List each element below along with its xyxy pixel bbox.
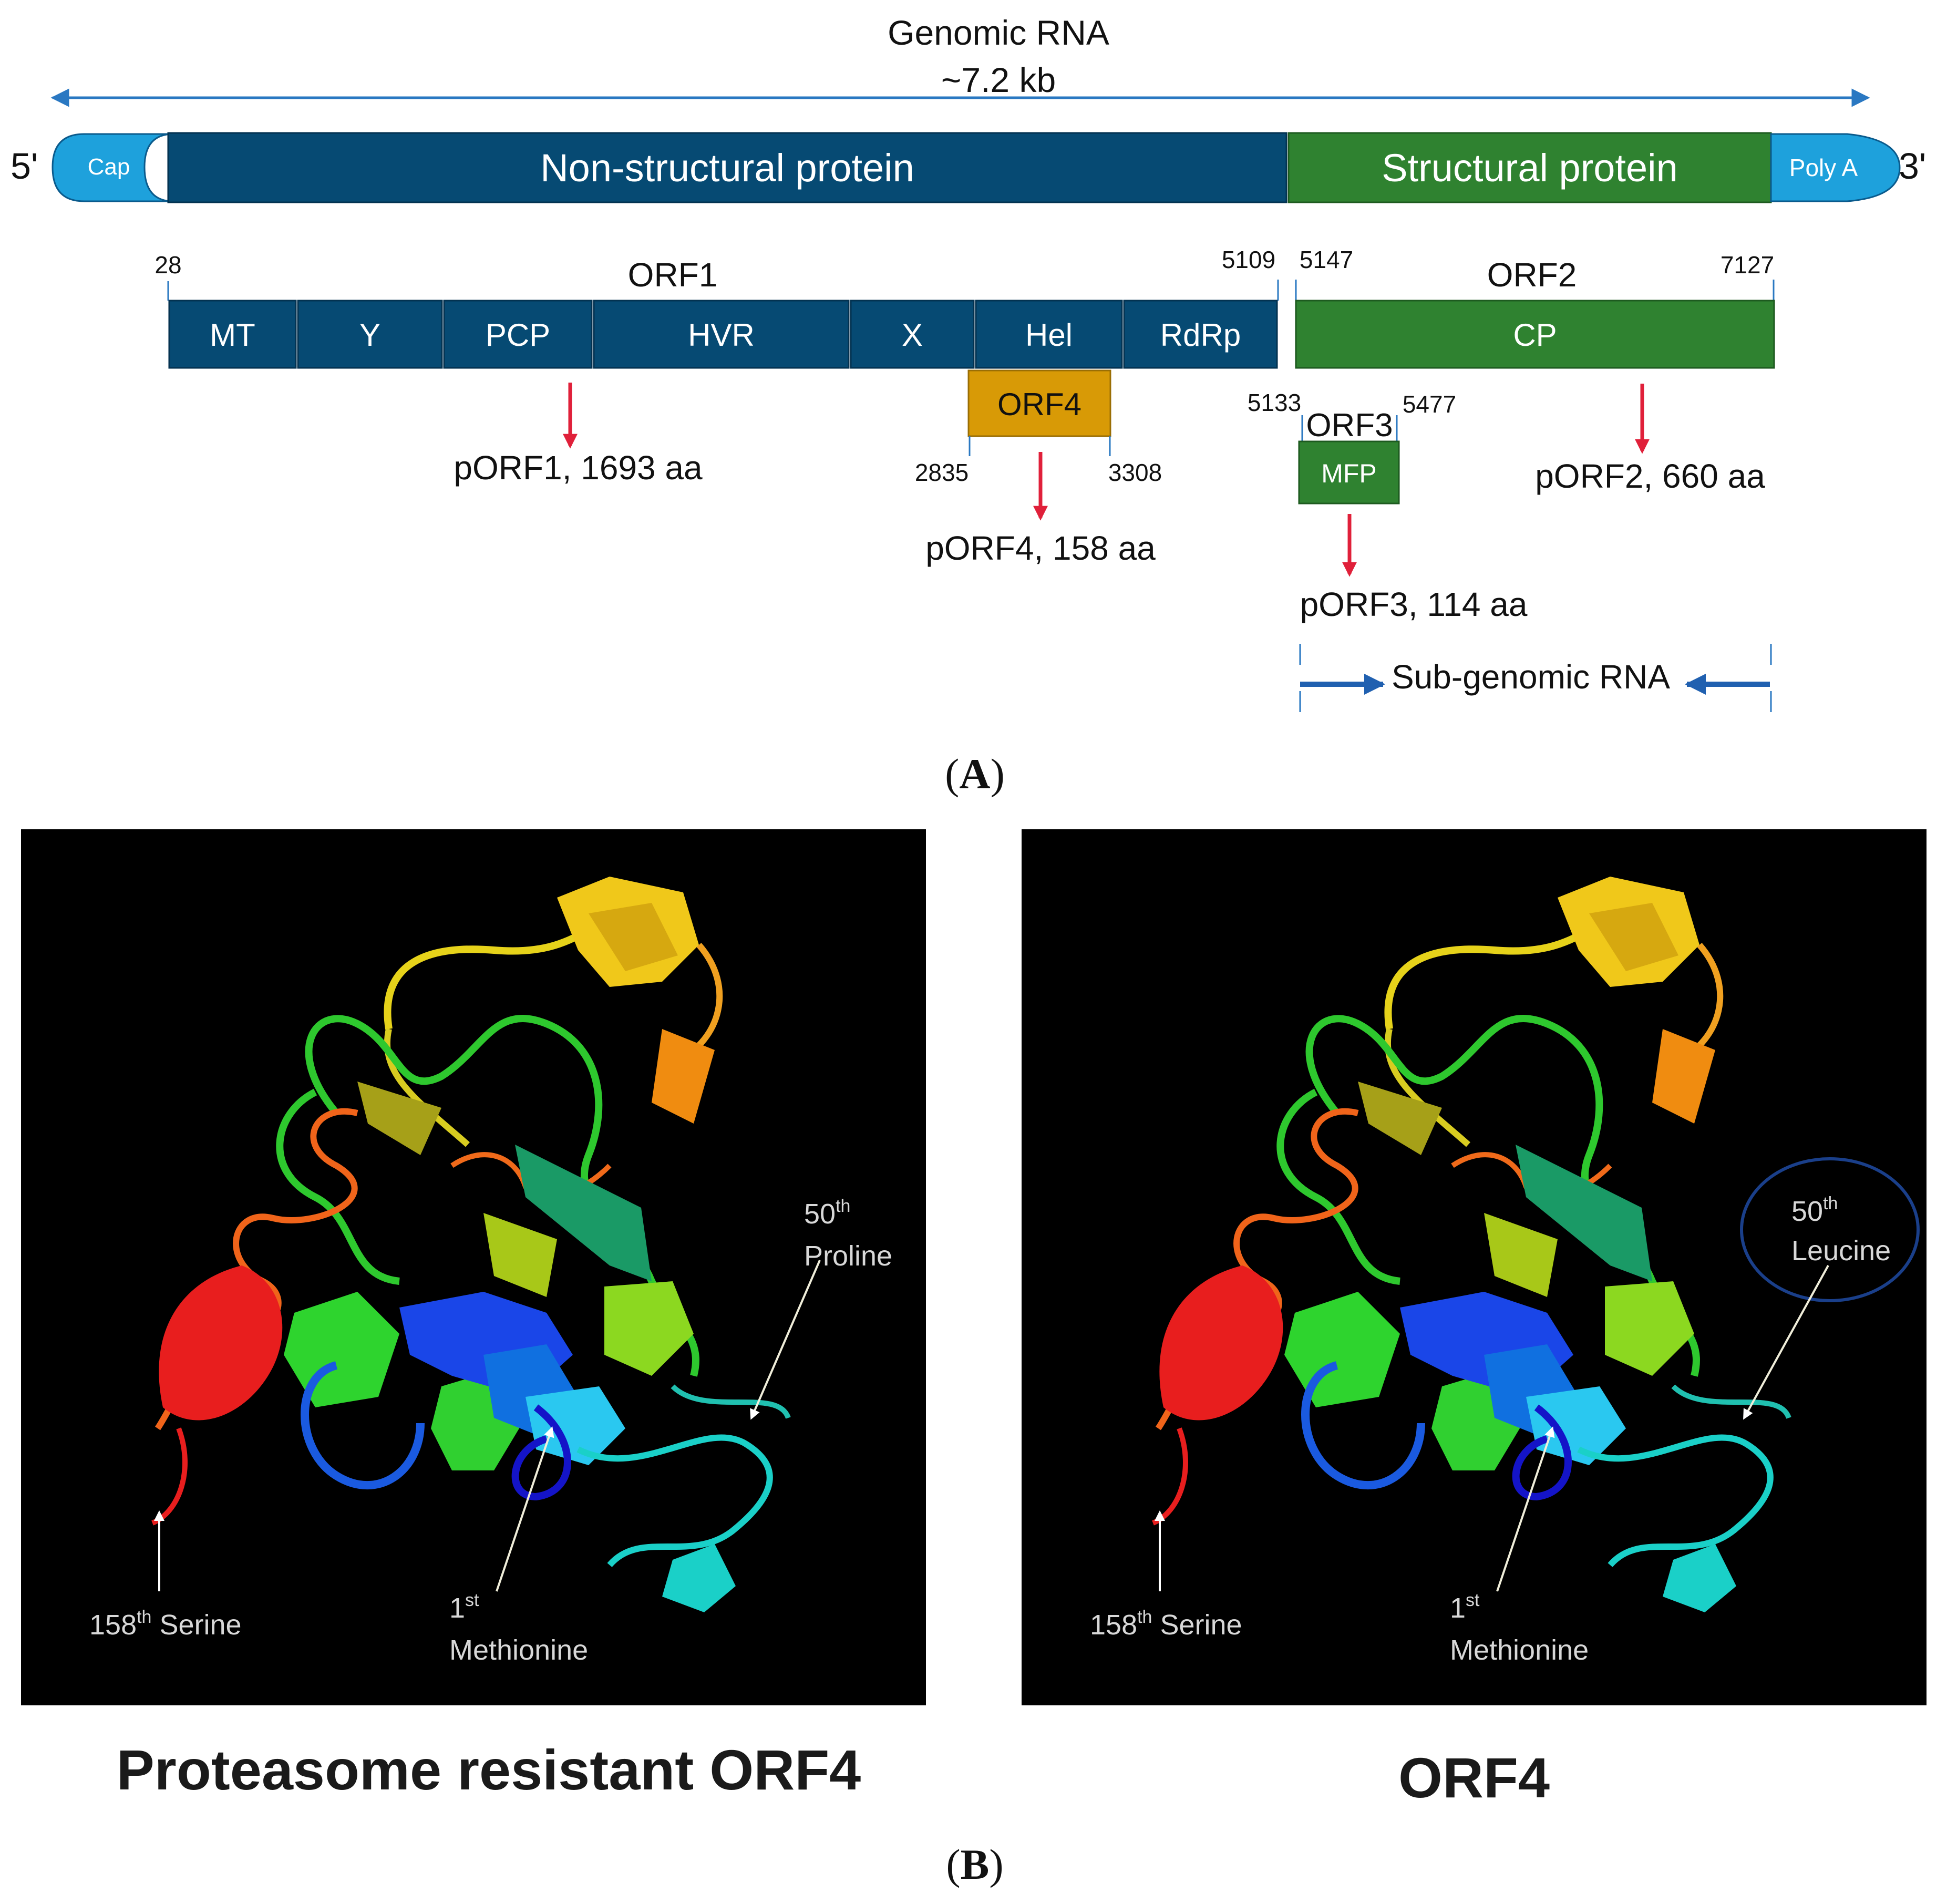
orf1-domain-box	[443, 300, 593, 369]
structure-right-background	[1022, 829, 1927, 1705]
nonstructural-label: Non-structural protein	[540, 146, 914, 190]
orf1-domain-box	[850, 300, 975, 369]
structure-left: 50th Proline 158th Serine 1st Methionine	[21, 829, 926, 1705]
three-prime-label: 3'	[1899, 146, 1926, 187]
orf1-end: 5109	[1222, 246, 1275, 273]
orf1-label: ORF1	[628, 256, 718, 294]
panel-a: Genomic RNA ~7.2 kb 5' Cap Non-structura…	[11, 13, 1926, 798]
orf4-label: ORF4	[997, 387, 1081, 422]
orf1-domain-box	[975, 300, 1123, 369]
orf4-end: 3308	[1108, 459, 1162, 486]
annot-50-arrow-right	[1743, 1265, 1829, 1420]
orf1-domain-label: Y	[359, 317, 380, 353]
genome-title: Genomic RNA	[888, 13, 1109, 52]
orf1-domain-label: Hel	[1025, 317, 1073, 353]
orf4-start: 2835	[915, 459, 969, 486]
orf2-label: ORF2	[1487, 256, 1577, 294]
panel-b-label: (B)	[946, 1840, 1003, 1888]
orf2-cp-box	[1295, 300, 1775, 369]
structure-left-background	[21, 829, 926, 1705]
orf1-start: 28	[154, 251, 181, 279]
orf2-cp-label: CP	[1513, 317, 1557, 353]
structural-label: Structural protein	[1382, 146, 1678, 190]
caption-right: ORF4	[1398, 1746, 1550, 1809]
orf1-domain-label: RdRp	[1160, 317, 1241, 353]
subgenomic-label: Sub-genomic RNA	[1392, 658, 1670, 696]
annot-158-right: 158th Serine	[1090, 1607, 1242, 1641]
annot-1-res-left: Methionine	[449, 1634, 588, 1666]
porf3-product: pORF3, 114 aa	[1300, 585, 1528, 623]
leucine-highlight-circle	[1740, 1157, 1920, 1302]
polya-label: Poly A	[1789, 154, 1858, 181]
annot-50-arrow-left	[750, 1260, 821, 1420]
orf1-domain-label: PCP	[486, 317, 550, 353]
panel-b: 50th Proline 158th Serine 1st Methionine	[21, 829, 1927, 1888]
porf2-product: pORF2, 660 aa	[1535, 457, 1765, 495]
orf1-domain-box	[297, 300, 443, 369]
annot-1-left: 1st	[449, 1590, 479, 1624]
orf3-mfp-label: MFP	[1321, 459, 1377, 488]
nonstructural-segment	[167, 132, 1287, 203]
structure-right: 50th Leucine 158th Serine 1st Methionine	[1022, 829, 1927, 1705]
caption-left: Proteasome resistant ORF4	[117, 1738, 861, 1802]
structural-segment	[1287, 132, 1772, 203]
protein-ribbon-left	[151, 877, 791, 1612]
genome-size: ~7.2 kb	[941, 60, 1056, 99]
panel-a-label: (A)	[945, 750, 1005, 798]
annot-158-left: 158th Serine	[89, 1607, 242, 1641]
protein-ribbon-right	[1151, 877, 1791, 1612]
orf1-domain-box	[593, 300, 850, 369]
orf1-domain-label: X	[902, 317, 923, 353]
annot-50-res-right: Leucine	[1791, 1235, 1891, 1267]
annot-1-arrow-right	[1496, 1426, 1555, 1592]
annot-1-arrow-left	[496, 1426, 554, 1592]
five-prime-label: 5'	[11, 146, 38, 187]
annot-1-right: 1st	[1450, 1590, 1480, 1624]
annot-50-left: 50th	[804, 1196, 850, 1230]
orf3-start: 5133	[1248, 389, 1301, 416]
cap-label: Cap	[88, 154, 130, 180]
porf1-product: pORF1, 1693 aa	[454, 449, 703, 487]
orf1-domain-box	[1123, 300, 1278, 369]
orf1-domain-label: HVR	[688, 317, 755, 353]
annot-50-res-left: Proline	[804, 1240, 892, 1272]
porf4-product: pORF4, 158 aa	[925, 529, 1156, 567]
annot-1-res-right: Methionine	[1450, 1634, 1589, 1666]
orf3-label: ORF3	[1306, 407, 1393, 444]
orf1-domain-box	[168, 300, 297, 369]
cap-segment	[51, 133, 174, 202]
orf2-start: 5147	[1300, 246, 1353, 273]
orf4-box	[967, 369, 1111, 437]
orf3-mfp-box	[1298, 440, 1400, 505]
polya-segment	[1770, 133, 1901, 202]
orf1-domain-label: MT	[210, 317, 255, 353]
orf3-end: 5477	[1403, 390, 1456, 418]
orf1-domain-track: MT Y PCP HVR X Hel RdRp	[168, 300, 1278, 369]
orf2-end: 7127	[1721, 251, 1774, 279]
annot-50-right: 50th	[1791, 1193, 1838, 1227]
